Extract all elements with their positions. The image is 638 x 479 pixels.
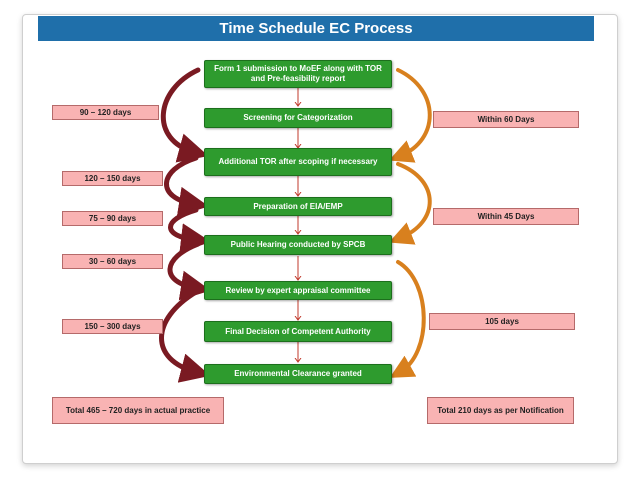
step-eia-emp: Preparation of EIA/EMP: [204, 197, 392, 216]
left-arrow-2: [164, 155, 209, 217]
step-additional-tor: Additional TOR after scoping if necessar…: [204, 148, 392, 176]
left-curved-arrows: [159, 67, 211, 383]
left-duration-label: 30 – 60 days: [62, 254, 163, 269]
left-duration-label: 150 – 300 days: [62, 319, 163, 334]
left-duration-label: 75 – 90 days: [62, 211, 163, 226]
left-arrow-5: [159, 289, 211, 383]
left-duration-label: 90 – 120 days: [52, 105, 159, 120]
step-final-decision: Final Decision of Competent Authority: [204, 321, 392, 342]
right-arrow-2: [388, 162, 432, 245]
left-duration-label: 120 – 150 days: [62, 171, 163, 186]
page-title: Time Schedule EC Process: [38, 16, 594, 41]
left-arrow-1: [160, 67, 209, 163]
right-duration-label: Within 45 Days: [433, 208, 579, 225]
step-form1-submission: Form 1 submission to MoEF along with TOR…: [204, 60, 392, 88]
right-arrow-1: [388, 68, 432, 163]
step-clearance-granted: Environmental Clearance granted: [204, 364, 392, 384]
right-duration-label: 105 days: [429, 313, 575, 330]
total-actual-practice: Total 465 – 720 days in actual practice: [52, 397, 224, 424]
left-arrow-4: [167, 241, 211, 301]
step-public-hearing: Public Hearing conducted by SPCB: [204, 235, 392, 255]
left-arrow-3: [168, 207, 211, 254]
step-screening: Screening for Categorization: [204, 108, 392, 128]
step-expert-review: Review by expert appraisal committee: [204, 281, 392, 300]
right-duration-label: Within 60 Days: [433, 111, 579, 128]
total-notification: Total 210 days as per Notification: [427, 397, 574, 424]
right-curved-arrows: [388, 68, 432, 378]
right-arrow-3: [389, 260, 426, 378]
